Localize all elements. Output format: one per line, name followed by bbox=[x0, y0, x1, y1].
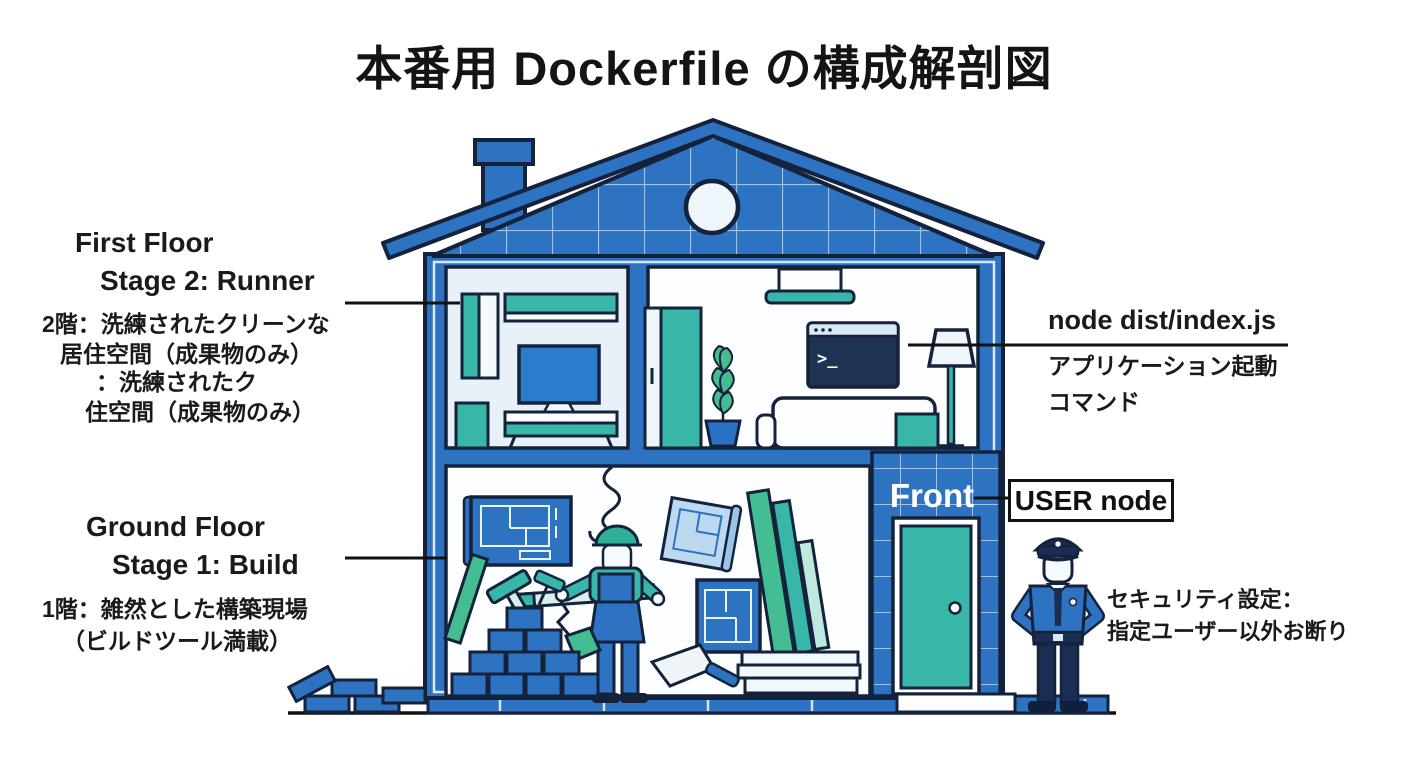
label-first-floor: First Floor bbox=[75, 227, 214, 258]
loose-bricks bbox=[286, 664, 427, 714]
first-floor-left-room bbox=[444, 265, 630, 450]
label-ground-floor: Ground Floor bbox=[86, 511, 265, 542]
label-cmd-line1: アプリケーション起動 bbox=[1048, 353, 1278, 379]
shelf-unit bbox=[460, 292, 619, 380]
label-security-line1: セキュリティ設定： bbox=[1107, 587, 1304, 612]
terminal-window: >_ bbox=[806, 321, 900, 389]
leader-lines bbox=[345, 301, 1288, 560]
label-gf-line2: （ビルドツール満載） bbox=[62, 628, 292, 654]
pendant-light bbox=[764, 267, 856, 305]
front-wall: Front bbox=[870, 450, 1017, 714]
floor-lamp bbox=[926, 328, 977, 448]
label-stage1-build: Stage 1: Build bbox=[112, 549, 299, 580]
lumber-planks bbox=[736, 488, 862, 695]
first-floor-right-room: >_ bbox=[643, 265, 980, 450]
brick-pile bbox=[450, 606, 600, 698]
gable-window bbox=[683, 178, 741, 236]
overalls-bib bbox=[597, 572, 635, 606]
front-label: Front bbox=[890, 477, 974, 514]
cap-badge bbox=[1053, 539, 1063, 549]
wardrobe bbox=[643, 306, 703, 450]
chest-badge bbox=[1068, 597, 1078, 607]
roof bbox=[381, 118, 1045, 260]
cabinet bbox=[454, 401, 490, 450]
label-gf-line1: 1階：雑然とした構築現場 bbox=[42, 596, 308, 622]
construction-worker bbox=[510, 524, 666, 703]
user-node-label: USER node bbox=[1014, 484, 1168, 516]
label-ff-line4: 住空間（成果物のみ） bbox=[85, 399, 315, 425]
ground-floor-workshop bbox=[443, 464, 872, 703]
label-stage2-runner: Stage 2: Runner bbox=[100, 265, 315, 296]
label-ff-line2: 居住空間（成果物のみ） bbox=[60, 341, 313, 367]
front-door bbox=[891, 516, 981, 696]
label-security-line2: 指定ユーザー以外お断り bbox=[1107, 619, 1349, 644]
hard-hat bbox=[594, 524, 640, 547]
blueprint-wall bbox=[462, 495, 573, 567]
user-node-box: USER node bbox=[1008, 479, 1174, 522]
door-knob bbox=[948, 601, 962, 615]
label-cmd-line2: コマンド bbox=[1048, 389, 1140, 415]
security-guard bbox=[1011, 537, 1105, 712]
terminal-prompt: >_ bbox=[817, 349, 838, 369]
floor-plan-panel bbox=[695, 578, 762, 654]
label-ff-line1: 2階：洗練されたクリーンな bbox=[42, 311, 330, 337]
diagram-title: 本番用 Dockerfile の構成解剖図 bbox=[355, 42, 1053, 95]
trowel bbox=[649, 643, 740, 688]
sofa bbox=[755, 396, 940, 450]
door-step bbox=[895, 692, 1017, 714]
label-ff-line3: ：洗練されたク bbox=[96, 369, 257, 395]
tv bbox=[517, 344, 601, 414]
label-node-command: node dist/index.js bbox=[1048, 305, 1277, 335]
tv-console bbox=[503, 410, 619, 449]
blueprint-rolled bbox=[659, 495, 743, 573]
board-stack bbox=[736, 650, 862, 695]
potted-plant bbox=[704, 344, 742, 448]
